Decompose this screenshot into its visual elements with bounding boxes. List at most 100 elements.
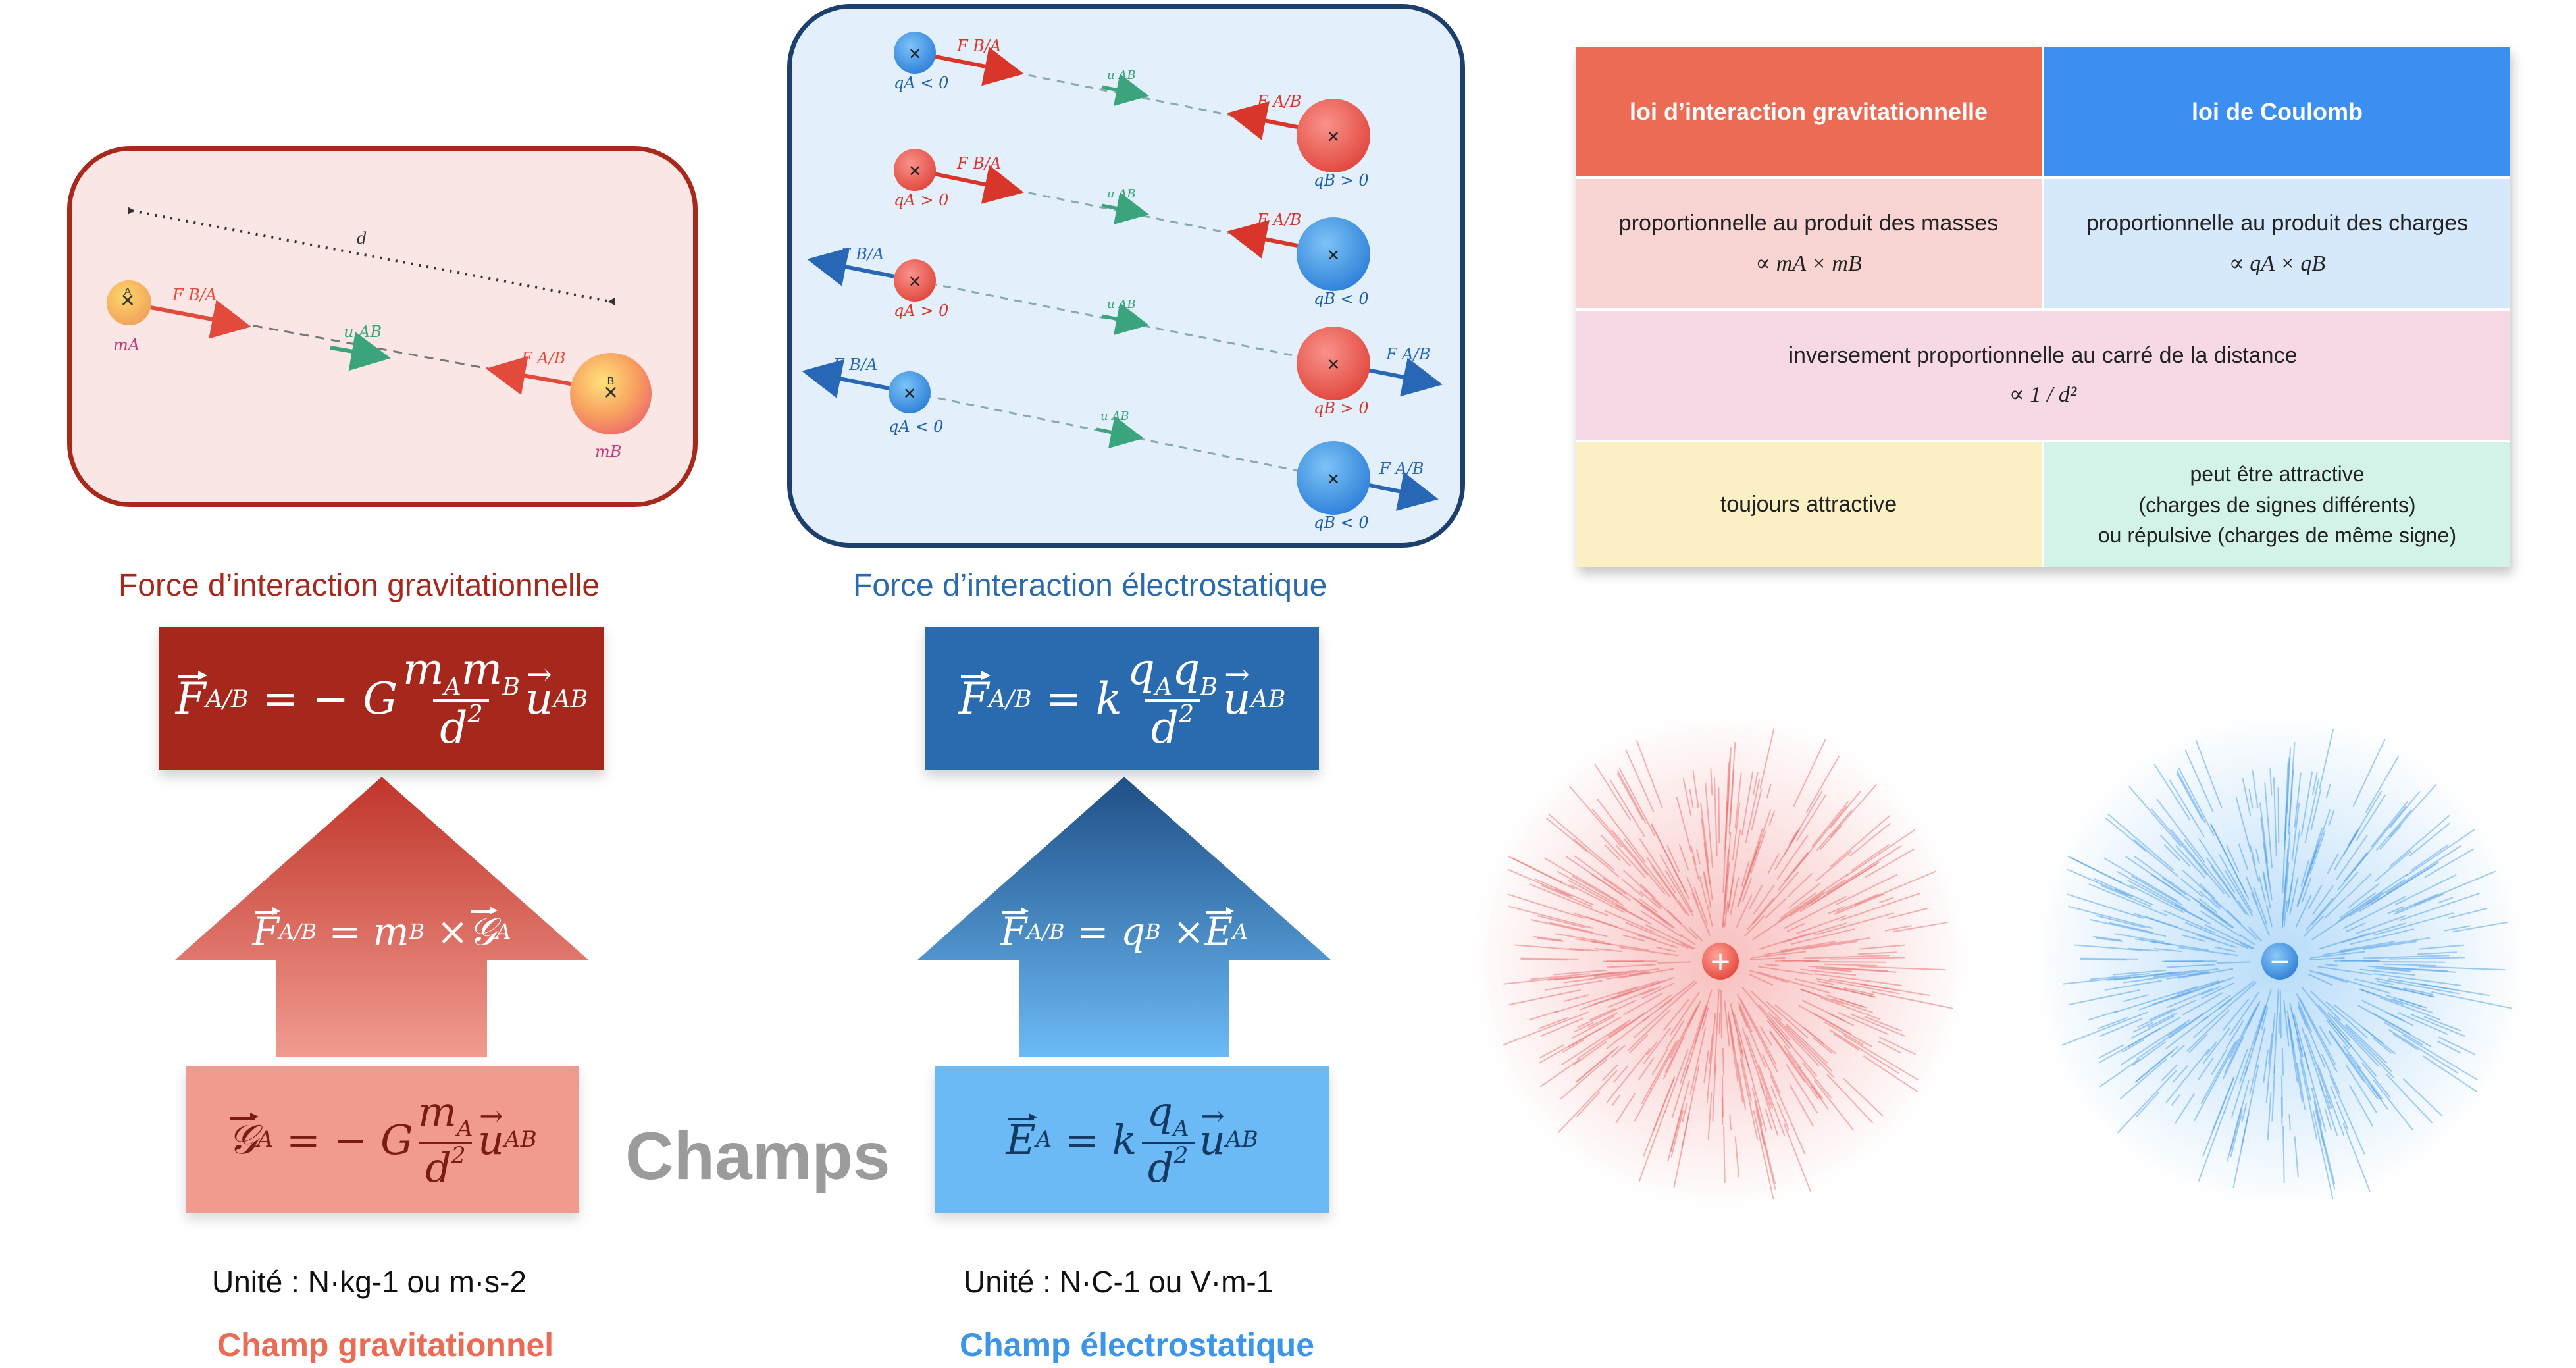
field-line (1811, 801, 1849, 847)
field-line (1686, 876, 1699, 906)
field-line (1781, 937, 1871, 953)
field-line (1812, 1037, 1833, 1054)
electrostatic-field-unit: Unité : N·C-1 ou V·m-1 (964, 1265, 1274, 1299)
field-line (2222, 998, 2250, 1031)
field-line (1811, 861, 1880, 905)
field-line (2183, 838, 2230, 898)
field-line (2419, 944, 2465, 950)
field-line (2308, 969, 2348, 984)
field-line (2226, 909, 2242, 924)
field-line (2113, 969, 2167, 976)
row1-charge-a (894, 32, 936, 74)
field-line (2422, 1055, 2477, 1093)
field-line (2348, 829, 2358, 846)
field-line (2423, 1016, 2461, 1032)
field-line (2359, 988, 2379, 997)
field-line (1749, 957, 1786, 960)
field-line (1744, 915, 1765, 937)
svg-text:qB < 0: qB < 0 (1314, 290, 1369, 308)
field-line (2405, 829, 2475, 878)
field-line (2304, 778, 2320, 843)
field-line (2296, 993, 2338, 1072)
unit-vector-arrow (330, 332, 391, 371)
svg-text:A: A (124, 286, 132, 298)
row2-charge-a (894, 149, 936, 191)
field-line (1824, 1021, 1864, 1045)
field-line (1538, 1016, 1569, 1030)
field-line (2178, 968, 2234, 979)
field-line (2178, 767, 2215, 837)
field-line (1641, 910, 1682, 937)
field-line (2373, 1080, 2414, 1131)
field-line (1878, 897, 1894, 904)
row3-charge-b (1297, 327, 1370, 400)
field-line (2261, 1007, 2269, 1030)
field-line (2283, 901, 2288, 928)
field-line (2409, 822, 2450, 856)
field-line (2198, 898, 2218, 914)
field-line (1816, 967, 1845, 971)
field-line (2307, 973, 2332, 986)
gravitational-field-name: Champ gravitationnel (217, 1327, 554, 1363)
field-line (1728, 1016, 1739, 1083)
electrostatic-link-arrow (917, 777, 1331, 1057)
field-line (1803, 1027, 1824, 1045)
field-line (2175, 1093, 2196, 1124)
field-line (1507, 893, 1585, 920)
field-line (2210, 897, 2222, 908)
svg-text:✕: ✕ (1327, 247, 1340, 265)
field-line (1758, 1004, 1791, 1041)
field-line (1634, 897, 1675, 928)
field-line (1614, 904, 1652, 925)
field-line (1710, 768, 1713, 796)
field-line (2326, 1020, 2350, 1049)
field-line (2235, 796, 2252, 853)
field-line (1662, 1036, 1685, 1080)
field-line (2305, 1034, 2333, 1109)
field-line (1659, 854, 1693, 913)
field-line (2438, 897, 2454, 904)
field-line (2383, 963, 2437, 966)
field-line (1669, 1007, 1697, 1059)
field-line (2067, 893, 2144, 920)
field-line (2281, 849, 2289, 927)
electrostatic-diagram-drawing: ✕ ✕ qA < 0 qB > 0 F B/A u AB F A/B ✕ ✕ q… (802, 32, 1443, 532)
gravitational-interaction-diagram (67, 146, 698, 507)
field-line (1786, 1024, 1828, 1064)
field-line (1597, 799, 1647, 864)
field-line (1638, 1057, 1655, 1080)
field-line (1815, 978, 1900, 995)
svg-text:qB > 0: qB > 0 (1314, 171, 1369, 190)
field-line (2098, 1016, 2128, 1030)
field-line (1609, 995, 1672, 1039)
field-line (1534, 878, 1594, 906)
field-line (1624, 838, 1671, 898)
field-line (1829, 978, 1895, 991)
field-line (2199, 904, 2234, 929)
field-line (1888, 907, 1928, 920)
field-line (2402, 1078, 2443, 1117)
field-line (2182, 934, 2205, 942)
field-line (2153, 763, 2191, 821)
field-line (1664, 869, 1694, 917)
field-line (2287, 879, 2294, 908)
field-line (2391, 998, 2433, 1014)
field-line (2298, 1007, 2307, 1028)
field-line (2370, 1086, 2389, 1111)
field-line (2125, 856, 2182, 895)
field-line (1829, 957, 1906, 960)
positive-charge-field: + (1470, 711, 1971, 1211)
field-line (2352, 739, 2386, 807)
svg-text:u AB: u AB (1100, 409, 1129, 423)
field-line (1508, 856, 1564, 884)
field-line (2284, 757, 2290, 842)
field-line (2307, 885, 2323, 910)
field-line (1745, 778, 1761, 843)
field-line (1566, 856, 1623, 895)
minus-symbol: − (2269, 947, 2291, 977)
field-line (2149, 1008, 2175, 1021)
field-line (2099, 1043, 2125, 1059)
field-line (1591, 808, 1649, 876)
field-line (1612, 1065, 1629, 1083)
